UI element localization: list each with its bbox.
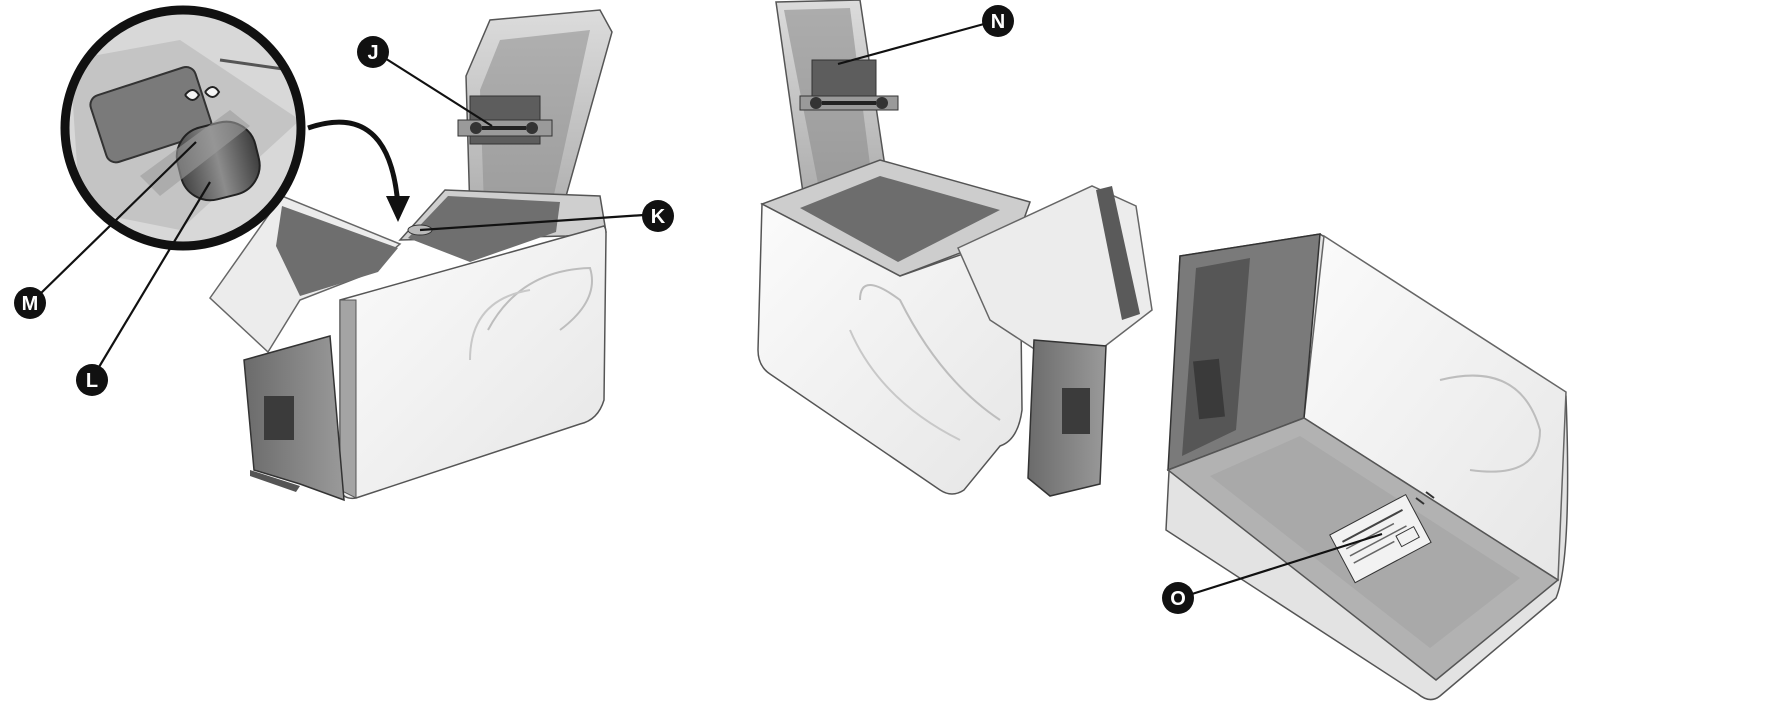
print-head-assembly-2 [799,59,899,111]
printer-right [1165,233,1569,701]
front-cover-middle [757,202,1023,495]
zoom-inset [60,5,306,251]
callout-j: J [357,36,389,68]
svg-text:N: N [991,11,1005,33]
printer-left [209,9,613,502]
front-cover-left [339,225,607,500]
callout-m: M [14,287,46,319]
callout-l: L [76,364,108,396]
ribbon-cartridge [89,66,213,164]
callout-n: N [982,5,1014,37]
zoom-arrow [307,119,410,222]
svg-text:K: K [651,206,666,228]
svg-text:L: L [86,370,98,392]
printer-middle [757,0,1153,497]
serial-label [1329,493,1432,584]
svg-text:J: J [367,42,378,64]
svg-text:M: M [22,293,39,315]
callout-k: K [642,200,674,232]
callout-o: O [1162,582,1194,614]
svg-text:O: O [1170,588,1186,610]
print-head-assembly [457,95,553,145]
callouts: J K L M N O [14,5,1383,614]
